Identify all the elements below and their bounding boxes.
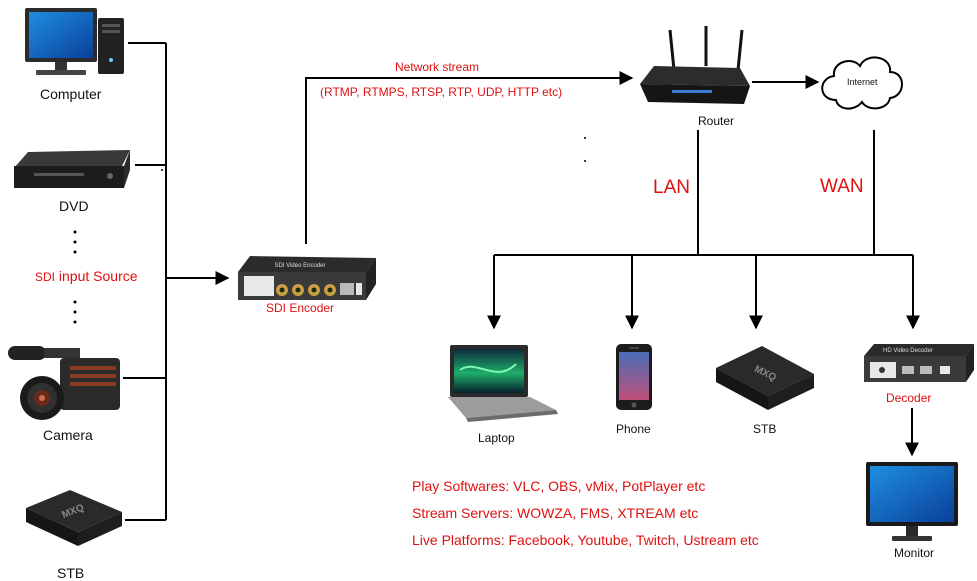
- stb-source-label: STB: [57, 565, 85, 581]
- sdi-encoder-icon: [238, 256, 376, 300]
- stray-dots: [161, 137, 586, 171]
- distribution-bus: [487, 130, 920, 457]
- internet-label: Internet: [847, 77, 878, 87]
- router-icon: [640, 26, 750, 104]
- dvd-label: DVD: [59, 198, 89, 214]
- encoder-device-text: SDI Video Encoder: [275, 263, 326, 269]
- source-bus-lines: [123, 42, 230, 521]
- network-stream-line: [305, 71, 634, 244]
- play-softwares-note: Play Softwares: VLC, OBS, vMix, PotPlaye…: [412, 478, 706, 494]
- decoder-label: Decoder: [886, 391, 932, 405]
- stb-device-label: STB: [753, 422, 777, 436]
- stream-servers-note: Stream Servers: WOWZA, FMS, XTREAM etc: [412, 505, 699, 521]
- internet-cloud-icon: [821, 56, 903, 110]
- input-source-text: input Source: [55, 268, 138, 284]
- camera-label: Camera: [43, 427, 93, 443]
- phone-label: Phone: [616, 422, 651, 436]
- stream-protocols: (RTMP, RTMPS, RTSP, RTP, UDP, HTTP etc): [320, 85, 563, 99]
- wan-label: WAN: [820, 176, 864, 197]
- laptop-icon: [448, 345, 558, 422]
- phone-icon: [616, 344, 652, 410]
- router-label: Router: [698, 114, 735, 128]
- computer-label: Computer: [40, 86, 102, 102]
- camera-icon: [8, 346, 120, 420]
- monitor-label: Monitor: [894, 546, 935, 560]
- sdi-input-source-label: SDI input Source: [35, 268, 138, 284]
- network-stream-title: Network stream: [395, 60, 480, 74]
- ellipsis-dots-upper: [73, 230, 77, 324]
- stb-source-icon: [26, 490, 122, 546]
- decoder-icon: [864, 344, 974, 382]
- stb-device-icon: [716, 346, 814, 410]
- monitor-icon: [866, 462, 958, 541]
- computer-icon: [25, 8, 124, 75]
- laptop-label: Laptop: [478, 431, 515, 445]
- decoder-device-text: HD Video Decoder: [883, 348, 933, 354]
- lan-label: LAN: [653, 177, 690, 198]
- live-platforms-note: Live Platforms: Facebook, Youtube, Twitc…: [412, 532, 759, 548]
- sdi-prefix: SDI: [35, 270, 56, 284]
- dvd-player-icon: [14, 150, 130, 188]
- sdi-encoder-label: SDI Encoder: [266, 301, 335, 315]
